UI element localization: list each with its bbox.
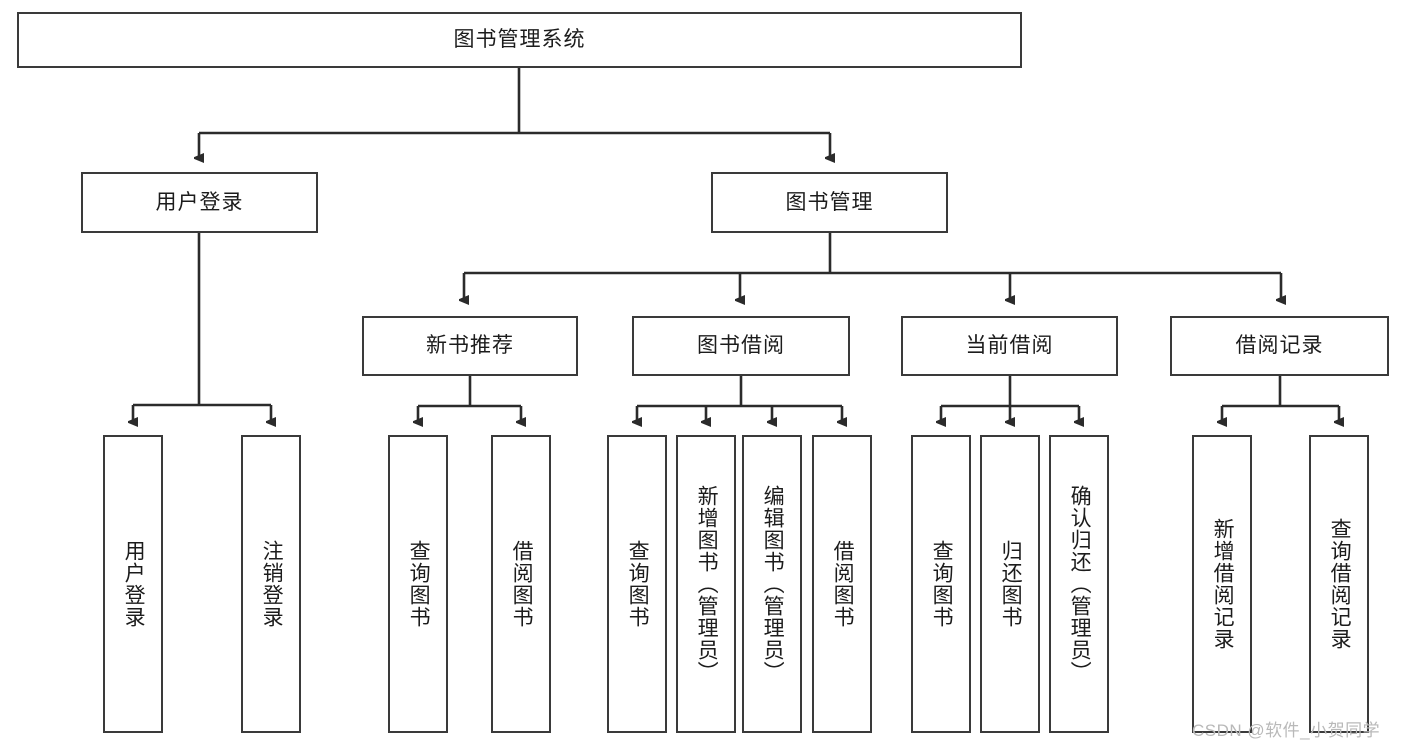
- leaf-record-add-borrow-record[interactable]: 新增借阅记录: [1192, 435, 1252, 733]
- node-label: 编辑图书（管理员）: [761, 485, 785, 683]
- leaf-record-query-borrow-record[interactable]: 查询借阅记录: [1309, 435, 1369, 733]
- node-label: 确认归还（管理员）: [1068, 485, 1092, 683]
- node-label: 借阅图书: [510, 540, 534, 628]
- leaf-user-logout[interactable]: 注销登录: [241, 435, 301, 733]
- node-user-login[interactable]: 用户登录: [81, 172, 318, 233]
- node-label: 查询图书: [626, 540, 650, 628]
- node-label: 图书管理系统: [453, 28, 586, 52]
- node-root-book-management-system[interactable]: 图书管理系统: [17, 12, 1022, 68]
- node-book-management[interactable]: 图书管理: [711, 172, 948, 233]
- node-book-borrow[interactable]: 图书借阅: [632, 316, 850, 376]
- leaf-current-query-book[interactable]: 查询图书: [911, 435, 971, 733]
- watermark-csdn: CSDN @软件_小贺同学: [1192, 721, 1381, 740]
- leaf-current-confirm-return-admin[interactable]: 确认归还（管理员）: [1049, 435, 1109, 733]
- leaf-recommend-query-book[interactable]: 查询图书: [388, 435, 448, 733]
- node-label: 新增图书（管理员）: [695, 485, 719, 683]
- node-label: 注销登录: [260, 540, 284, 628]
- node-label: 查询图书: [930, 540, 954, 628]
- node-label: 查询图书: [407, 540, 431, 628]
- node-label: 用户登录: [155, 190, 244, 214]
- leaf-user-login[interactable]: 用户登录: [103, 435, 163, 733]
- leaf-recommend-borrow-book[interactable]: 借阅图书: [491, 435, 551, 733]
- node-label: 新书推荐: [426, 334, 514, 358]
- leaf-borrow-edit-book-admin[interactable]: 编辑图书（管理员）: [742, 435, 802, 733]
- leaf-borrow-borrow-book[interactable]: 借阅图书: [812, 435, 872, 733]
- node-current-borrow[interactable]: 当前借阅: [901, 316, 1118, 376]
- node-label: 图书借阅: [697, 334, 785, 358]
- node-label: 新增借阅记录: [1211, 518, 1235, 650]
- node-label: 用户登录: [122, 540, 146, 628]
- leaf-borrow-query-book[interactable]: 查询图书: [607, 435, 667, 733]
- leaf-current-return-book[interactable]: 归还图书: [980, 435, 1040, 733]
- node-borrow-record[interactable]: 借阅记录: [1170, 316, 1389, 376]
- leaf-borrow-add-book-admin[interactable]: 新增图书（管理员）: [676, 435, 736, 733]
- node-label: 图书管理: [785, 190, 874, 214]
- node-label: 查询借阅记录: [1328, 518, 1352, 650]
- node-label: 借阅图书: [831, 540, 855, 628]
- node-label: 当前借阅: [965, 334, 1054, 358]
- node-label: 借阅记录: [1235, 334, 1324, 358]
- node-label: 归还图书: [999, 540, 1023, 628]
- node-new-book-recommend[interactable]: 新书推荐: [362, 316, 578, 376]
